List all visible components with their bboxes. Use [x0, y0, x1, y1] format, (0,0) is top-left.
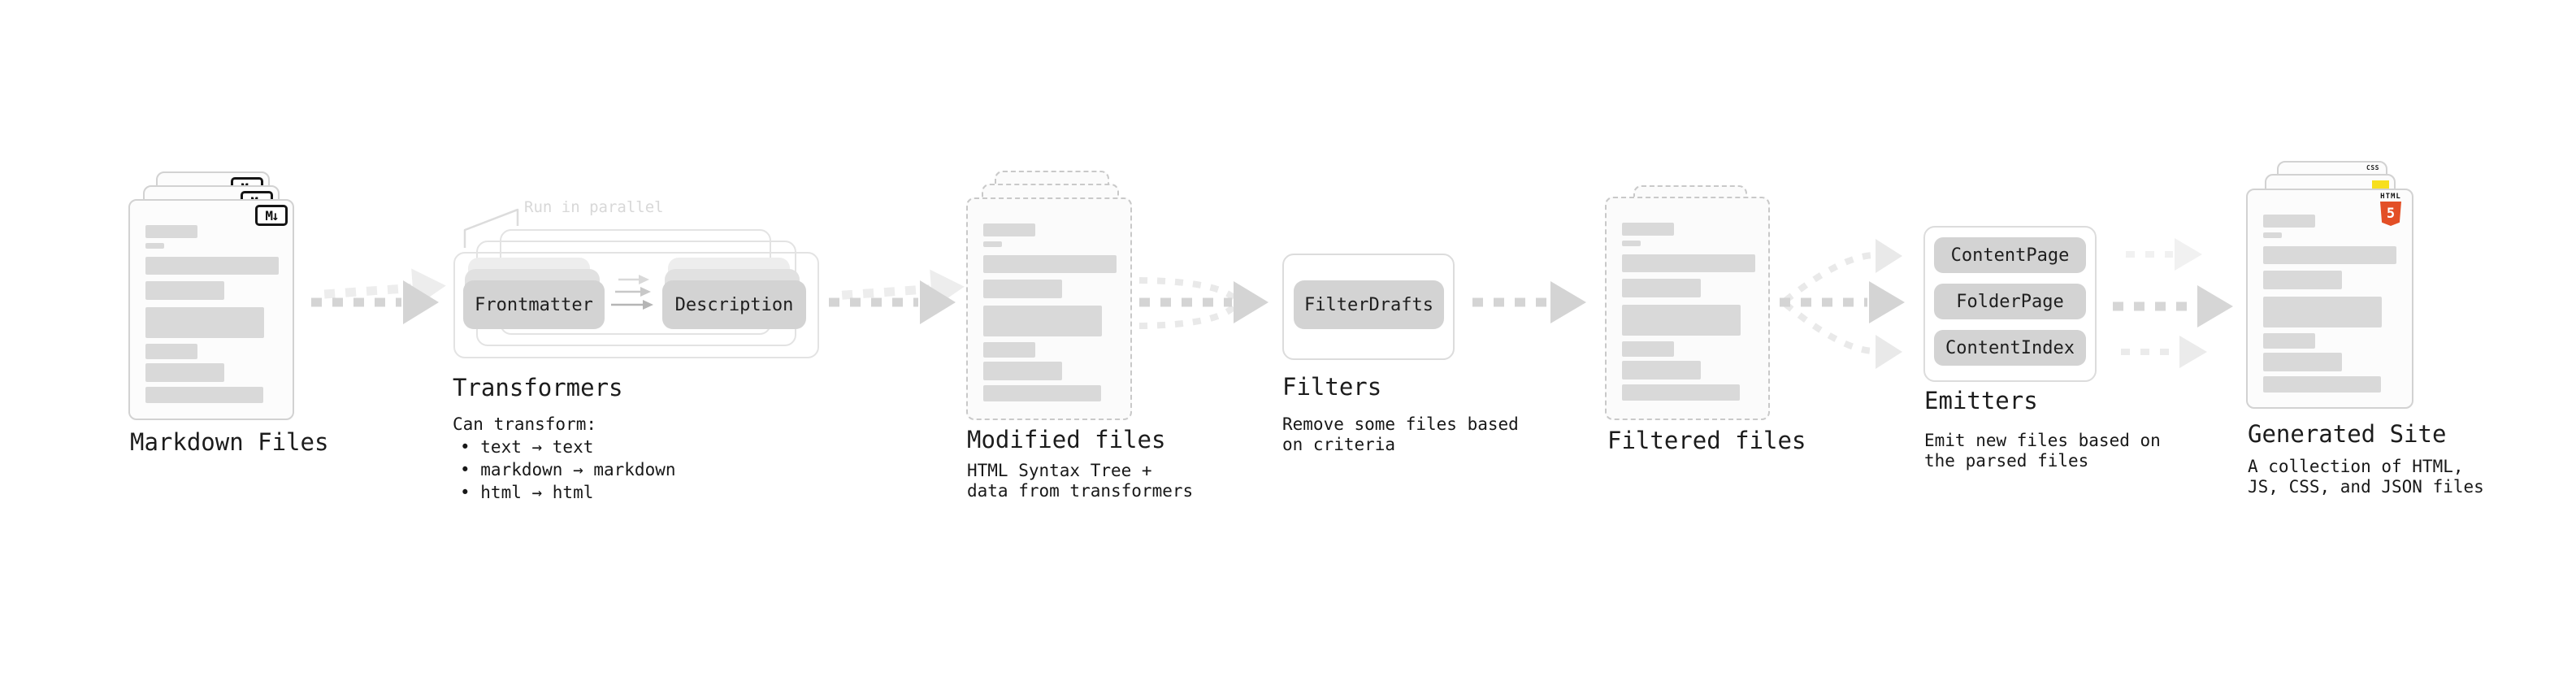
- javascript-icon: [2372, 180, 2389, 189]
- placeholder-bar: [2263, 215, 2315, 228]
- placeholder-bar: [1622, 254, 1755, 272]
- placeholder-bar: [983, 223, 1035, 236]
- arrow-filtered-to-emitters: [1780, 281, 1905, 323]
- placeholder-bar: [983, 385, 1101, 401]
- placeholder-bar: [983, 306, 1102, 336]
- arrow-emitters-to-site-middle: [2113, 285, 2233, 327]
- frontmatter-pill: Frontmatter: [463, 280, 605, 329]
- markdown-icon: M↓: [255, 205, 288, 226]
- arrow-emitters-to-site-top: [2126, 238, 2202, 271]
- arrow-transformers-to-modified: [829, 280, 956, 324]
- filtered-file-card-front: [1605, 197, 1770, 420]
- transformers-stack-box-front: [453, 252, 819, 358]
- css-icon: CSS: [2366, 165, 2379, 171]
- emitters-caption-line: Emit new files based on: [1924, 431, 2161, 450]
- placeholder-bar: [983, 280, 1062, 298]
- transformers-caption-line: • html → html: [460, 483, 594, 502]
- run-in-parallel-callout-line: [463, 208, 519, 248]
- placeholder-bar: [2263, 246, 2396, 264]
- run-in-parallel-annotation: Run in parallel: [524, 198, 664, 216]
- placeholder-bar: [1622, 384, 1740, 401]
- modified-caption-line: HTML Syntax Tree +: [967, 461, 1152, 480]
- placeholder-bar: [145, 307, 264, 338]
- site-caption-line: JS, CSS, and JSON files: [2248, 477, 2484, 497]
- transformer-mini-arrow-top: [618, 275, 649, 284]
- placeholder-bar: [1622, 305, 1741, 336]
- placeholder-bar: [2263, 376, 2381, 393]
- placeholder-bar: [2263, 271, 2342, 289]
- html5-icon: HTML 5: [2380, 193, 2401, 226]
- stage-label-filters: Filters: [1282, 373, 1382, 401]
- filters-caption-line: Remove some files based: [1282, 414, 1519, 434]
- placeholder-bar: [145, 387, 263, 403]
- stage-label-transformers: Transformers: [453, 374, 623, 401]
- stage-label-markdown-files: Markdown Files: [130, 428, 329, 456]
- placeholder-bar: [1622, 279, 1701, 297]
- placeholder-bar: [145, 225, 197, 238]
- placeholder-bar: [1622, 361, 1701, 380]
- placeholder-bar: [2263, 297, 2382, 327]
- description-pill-label: Description: [674, 294, 794, 315]
- filters-caption-line: on criteria: [1282, 435, 1396, 454]
- placeholder-bar: [145, 257, 279, 275]
- markdown-file-card-front: M↓: [128, 199, 294, 420]
- stage-label-emitters: Emitters: [1924, 387, 2038, 414]
- folderpage-pill: FolderPage: [1934, 284, 2086, 319]
- transformer-mini-arrow-middle: [615, 287, 651, 297]
- description-pill: Description: [662, 280, 806, 329]
- arrow-filtered-to-emitters-fan-top: [1783, 239, 1902, 304]
- placeholder-bar: [2263, 333, 2315, 349]
- placeholder-bar: [983, 255, 1117, 273]
- placeholder-bar: [145, 344, 197, 359]
- placeholder-bar: [145, 243, 164, 249]
- emitters-caption-line: the parsed files: [1924, 451, 2089, 471]
- transformer-mini-arrow-bottom: [611, 300, 653, 310]
- html5-icon-number: 5: [2386, 205, 2396, 222]
- html5-icon-shield: 5: [2380, 202, 2401, 226]
- markdown-icon-label: M↓: [265, 207, 279, 223]
- placeholder-bar: [983, 342, 1035, 358]
- contentpage-pill-label: ContentPage: [1950, 245, 2070, 266]
- site-file-card-html: HTML 5: [2246, 189, 2413, 409]
- placeholder-bar: [1622, 241, 1641, 246]
- transformers-caption-line: • text → text: [460, 437, 594, 457]
- css-icon-label: CSS: [2366, 164, 2379, 171]
- placeholder-bar: [983, 362, 1062, 380]
- placeholder-bar: [2263, 232, 2282, 238]
- arrow-modified-to-filters: [1139, 281, 1268, 323]
- transformers-caption-line: Can transform:: [453, 414, 597, 434]
- modified-caption-line: data from transformers: [967, 481, 1194, 501]
- site-caption-line: A collection of HTML,: [2248, 457, 2464, 476]
- stage-label-filtered-files: Filtered files: [1607, 427, 1806, 454]
- placeholder-bar: [1622, 223, 1674, 236]
- arrow-modified-to-filters-merge-curves: [1138, 277, 1238, 329]
- contentpage-pill: ContentPage: [1934, 237, 2086, 273]
- placeholder-bar: [145, 363, 224, 382]
- contentindex-pill: ContentIndex: [1934, 330, 2086, 366]
- folderpage-pill-label: FolderPage: [1956, 291, 2064, 312]
- arrow-markdown-to-transformers: [311, 280, 439, 324]
- html5-icon-word: HTML: [2380, 193, 2401, 201]
- filterdrafts-pill-label: FilterDrafts: [1304, 294, 1433, 315]
- placeholder-bar: [145, 281, 224, 300]
- arrow-emitters-to-site-bottom: [2121, 336, 2207, 368]
- filterdrafts-pill: FilterDrafts: [1294, 280, 1444, 329]
- modified-file-card-front: [966, 197, 1132, 420]
- arrow-filters-to-filtered: [1472, 281, 1586, 323]
- placeholder-bar: [983, 241, 1002, 247]
- frontmatter-pill-label: Frontmatter: [475, 294, 593, 315]
- transformers-caption-line: • markdown → markdown: [460, 460, 676, 479]
- stage-label-generated-site: Generated Site: [2248, 420, 2447, 448]
- contentindex-pill-label: ContentIndex: [1945, 337, 2075, 358]
- stage-label-modified-files: Modified files: [967, 426, 1166, 453]
- placeholder-bar: [2263, 353, 2342, 371]
- arrow-filtered-to-emitters-fan-bottom: [1783, 301, 1902, 369]
- placeholder-bar: [1622, 341, 1674, 357]
